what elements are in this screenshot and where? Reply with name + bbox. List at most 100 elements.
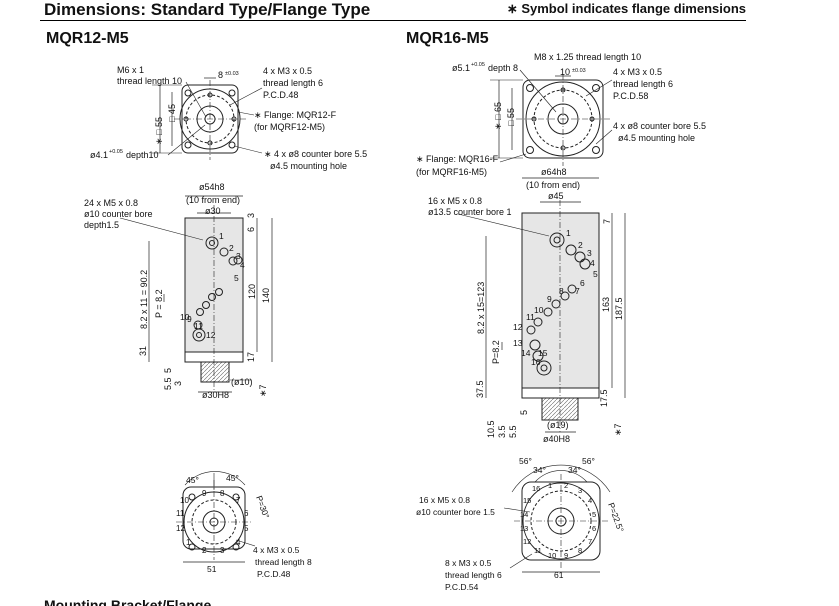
label-d30h8: ø30H8 <box>202 390 229 400</box>
label-m3: 4 x M3 x 0.5 <box>613 67 662 77</box>
label-m5-cbore: ø10 counter bore <box>84 209 153 219</box>
label-pitch: P = 8.2 <box>154 289 164 318</box>
port-label: 9 <box>547 294 552 304</box>
label-dim90: 8.2 x 11 = 90.2 <box>139 270 149 329</box>
label-cbore-hole: ø4.5 mounting hole <box>618 133 695 143</box>
port-label: 13 <box>520 524 528 533</box>
left-side-view-labels: ø54h8 (10 from end) ø30 24 x M5 x 0.8 ø1… <box>84 182 271 400</box>
label-from-end: (10 from end) <box>186 195 240 205</box>
symbol-note: ∗ Symbol indicates flange dimensions <box>506 1 746 16</box>
label-m5: 16 x M5 x 0.8 <box>419 495 470 505</box>
port-label: 7 <box>575 286 580 296</box>
label-m5: 16 x M5 x 0.8 <box>428 196 482 206</box>
label-m3-thread: thread length 6 <box>263 78 323 88</box>
label-a56a: 56° <box>519 456 532 466</box>
port-label: 12 <box>206 330 216 340</box>
label-a34b: 34° <box>568 465 581 475</box>
port-label: 4 <box>588 496 592 505</box>
label-dim8-tol: ±0.03 <box>225 71 239 77</box>
label-cbore: ∗ 4 x ø8 counter bore 5.5 <box>264 149 367 159</box>
port-label: 12 <box>523 537 531 546</box>
bottom-shoulder <box>521 387 600 399</box>
label-m5-cbore: ø10 counter bore 1.5 <box>416 507 495 517</box>
label-flange-for: (for MQRF16-M5) <box>416 167 487 177</box>
label-sq55: □ 55 <box>506 108 516 126</box>
label-m3-pcd: P.C.D.48 <box>257 569 291 579</box>
label-dim10-tol: ±0.03 <box>572 68 586 74</box>
bottom-boss <box>200 361 230 383</box>
label-dim35: 3.5 <box>497 425 507 438</box>
label-dim6: 6 <box>246 227 256 232</box>
label-m3-pcd: P.C.D.58 <box>613 91 648 101</box>
label-d30: ø30 <box>205 206 221 216</box>
label-dim51: 51 <box>207 564 217 574</box>
label-d45: ø45 <box>548 191 564 201</box>
label-m3: 8 x M3 x 0.5 <box>445 558 492 568</box>
port-label: 12 <box>513 322 523 332</box>
port-label: 7 <box>588 537 592 546</box>
right-side-view-labels: ø64h8 (10 from end) ø45 16 x M5 x 0.8 ø1… <box>428 167 624 444</box>
label-dim31: 31 <box>138 346 148 356</box>
model-label-left: MQR12-M5 <box>46 30 129 47</box>
label-dim1875: 187.5 <box>614 297 624 320</box>
label-dim175: 17.5 <box>599 389 609 407</box>
label-dim375: 37.5 <box>475 380 485 398</box>
right-bottom-ports: 16 1 2 3 4 5 6 7 8 9 10 11 12 13 14 15 <box>520 481 596 560</box>
label-dim120: 120 <box>247 284 257 299</box>
label-m3-thread: thread length 6 <box>613 79 673 89</box>
label-flange-for: (for MQRF12-M5) <box>254 122 325 132</box>
label-m3-pcd: P.C.D.54 <box>445 582 479 592</box>
port-label: 9 <box>564 551 568 560</box>
title-rule <box>40 20 746 21</box>
left-top-view-labels: M6 x 1 thread length 10 8 ±0.03 4 x M3 x… <box>90 65 367 171</box>
label-phi41-tol: +0.05 <box>109 149 123 155</box>
port-label: 8 <box>578 546 582 555</box>
port-label: 11 <box>176 509 185 518</box>
label-dim8: 8 <box>218 70 223 80</box>
port-label: 14 <box>520 510 528 519</box>
port-label: 11 <box>194 321 203 331</box>
label-dim55: 5.5 <box>508 425 518 438</box>
port-label: 4 <box>240 260 245 270</box>
port-label: 3 <box>587 248 592 258</box>
label-sq65: ∗ □ 65 <box>493 102 503 130</box>
label-m3-pcd: P.C.D.48 <box>263 90 298 100</box>
port-label: 1 <box>548 481 552 490</box>
port-label: 5 <box>592 510 596 519</box>
label-dim5: 5 <box>163 368 173 373</box>
label-sq45: □ 45 <box>167 104 177 122</box>
port-label: 2 <box>229 243 234 253</box>
port-label: 15 <box>523 496 531 505</box>
port-label: 6 <box>244 509 249 518</box>
label-cbore: 4 x ø8 counter bore 5.5 <box>613 121 706 131</box>
label-m5-cbore: ø13.5 counter bore 1 <box>428 207 512 217</box>
label-phi51-tol: +0.05 <box>471 62 485 68</box>
right-top-view-labels: ø5.1 +0.05 depth 8 M8 x 1.25 thread leng… <box>416 52 706 177</box>
label-p30: P=30° <box>254 494 271 520</box>
label-from-end: (10 from end) <box>526 180 580 190</box>
port-label: 15 <box>538 348 548 358</box>
label-phi41-depth: depth10 <box>126 150 159 160</box>
label-m3: 4 x M3 x 0.5 <box>263 66 312 76</box>
label-a45a: 45° <box>186 475 199 485</box>
port-label: 7 <box>236 496 241 505</box>
port-label: 10 <box>180 312 190 322</box>
right-bottom-view <box>503 464 611 573</box>
label-dim7: ∗7 <box>258 384 268 397</box>
label-dim55: 5.5 <box>163 377 173 390</box>
port-label: 5 <box>234 273 239 283</box>
port-label: 2 <box>202 546 207 555</box>
label-dim105: 10.5 <box>486 420 496 438</box>
port-label: 9 <box>187 314 192 324</box>
label-p225: P=22.5° <box>606 501 626 533</box>
port-label: 8 <box>559 286 564 296</box>
label-d40h8: ø40H8 <box>543 434 570 444</box>
port-label: 3 <box>220 546 225 555</box>
next-section-title: Mounting Bracket/Flange <box>44 598 212 606</box>
label-dim5: 5 <box>519 410 529 415</box>
port-label: 16 <box>532 484 540 493</box>
label-m5-depth: depth1.5 <box>84 220 119 230</box>
label-dim7: 7 <box>602 219 612 224</box>
label-flange: ∗ Flange: MQR12-F <box>254 110 337 120</box>
port-label: 4 <box>236 538 241 547</box>
